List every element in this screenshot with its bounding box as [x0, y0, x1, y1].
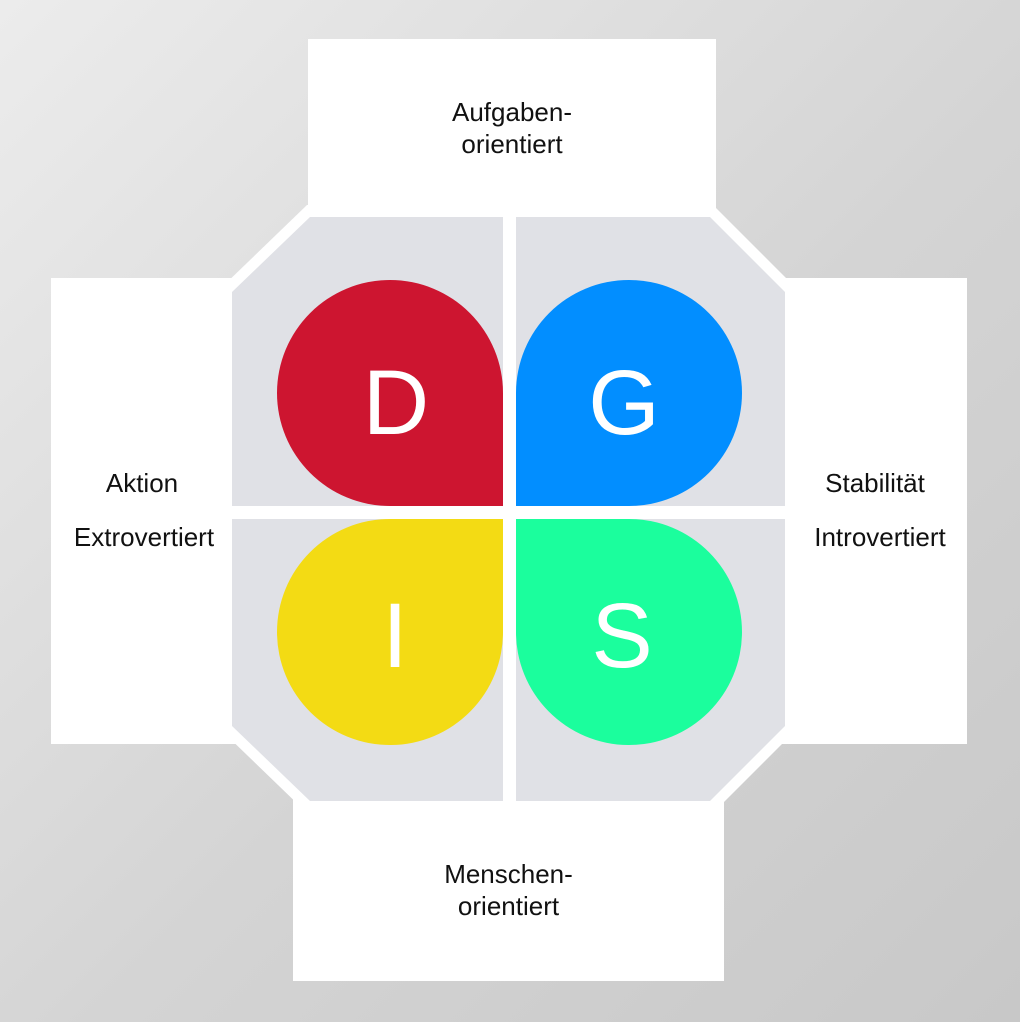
letter-g: G: [588, 352, 660, 454]
top-label-line1: Aufgaben-: [452, 97, 572, 127]
left-label-extrovertiert: Extrovertiert: [73, 522, 215, 552]
left-panel: [51, 278, 251, 744]
top-label: Aufgaben- orientiert: [308, 96, 716, 160]
top-label-line2: orientiert: [461, 129, 563, 159]
quadrant-s: [515, 519, 742, 745]
letter-s: S: [591, 585, 652, 687]
horizontal-divider: [232, 506, 785, 519]
right-label-introvertiert: Introvertiert: [814, 522, 946, 552]
quadrant-d: [277, 280, 503, 506]
right-panel: [770, 278, 967, 744]
quadrant-i: [277, 519, 504, 745]
letter-d: D: [363, 352, 429, 454]
left-label-aktion: Aktion: [105, 468, 179, 498]
right-label-stabilitaet: Stabilität: [825, 468, 925, 498]
quadrant-g: [516, 280, 742, 506]
bottom-panel: [293, 780, 724, 981]
bottom-label-line1: Menschen-: [444, 859, 573, 889]
bottom-label: Menschen- orientiert: [293, 858, 724, 922]
letter-i: I: [382, 585, 408, 687]
bottom-label-line2: orientiert: [457, 891, 560, 921]
